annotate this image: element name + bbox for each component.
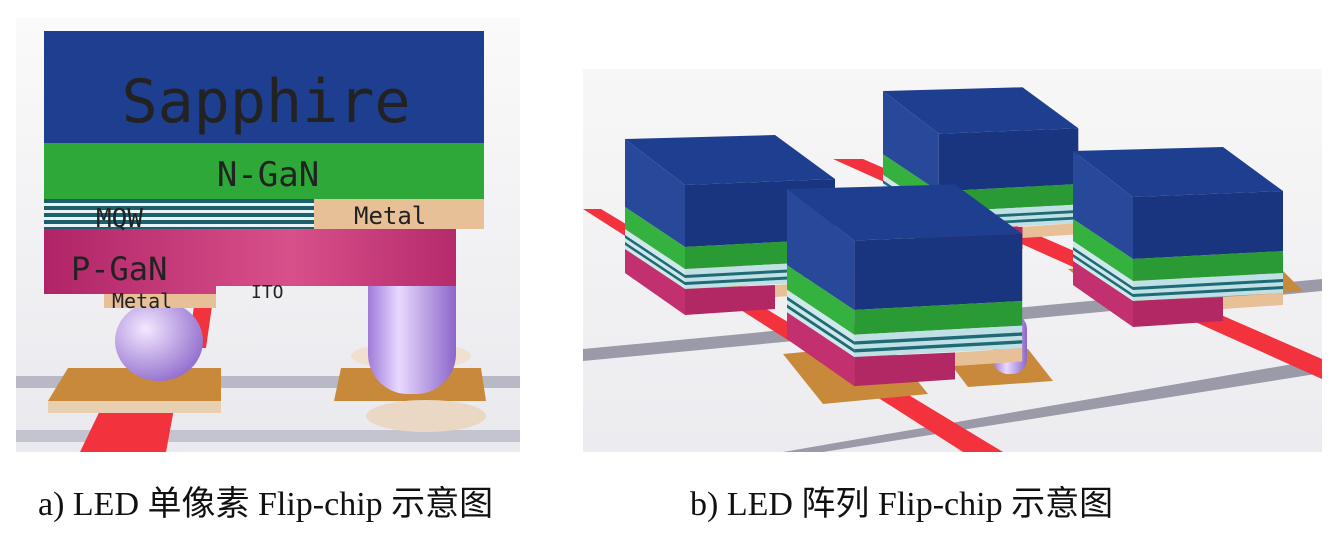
solder-ball-left: [115, 301, 203, 381]
array-diagram: [583, 69, 1322, 452]
gray-trace: [783, 359, 1322, 452]
led-chip-front: [787, 184, 1023, 387]
led-chip-right: [1073, 147, 1283, 327]
single-pixel-diagram: Sapphire N-GaN MQW Metal P-GaN Metal ITO: [16, 18, 520, 452]
sapphire-label: Sapphire: [122, 67, 411, 137]
pad-reflection: [366, 400, 486, 432]
p-gan-layer: [44, 229, 456, 294]
ito-label: ITO: [251, 282, 284, 303]
sapphire-layer: [44, 31, 484, 143]
caption-a: a) LED 单像素 Flip-chip 示意图: [38, 486, 494, 523]
caption-b: b) LED 阵列 Flip-chip 示意图: [690, 486, 1114, 523]
p-gan-label: P-GaN: [71, 250, 167, 288]
metal-right-label: Metal: [354, 202, 426, 230]
n-gan-label: N-GaN: [217, 155, 319, 195]
bond-pad-left-shadow: [48, 401, 221, 413]
metal-p-contact: [104, 294, 216, 308]
metal-n-contact: [314, 199, 484, 229]
mqw-stripes: [44, 203, 314, 227]
mqw-label: MQW: [96, 204, 143, 234]
metal-bottom-label: Metal: [112, 289, 172, 313]
n-gan-layer: [44, 143, 484, 199]
